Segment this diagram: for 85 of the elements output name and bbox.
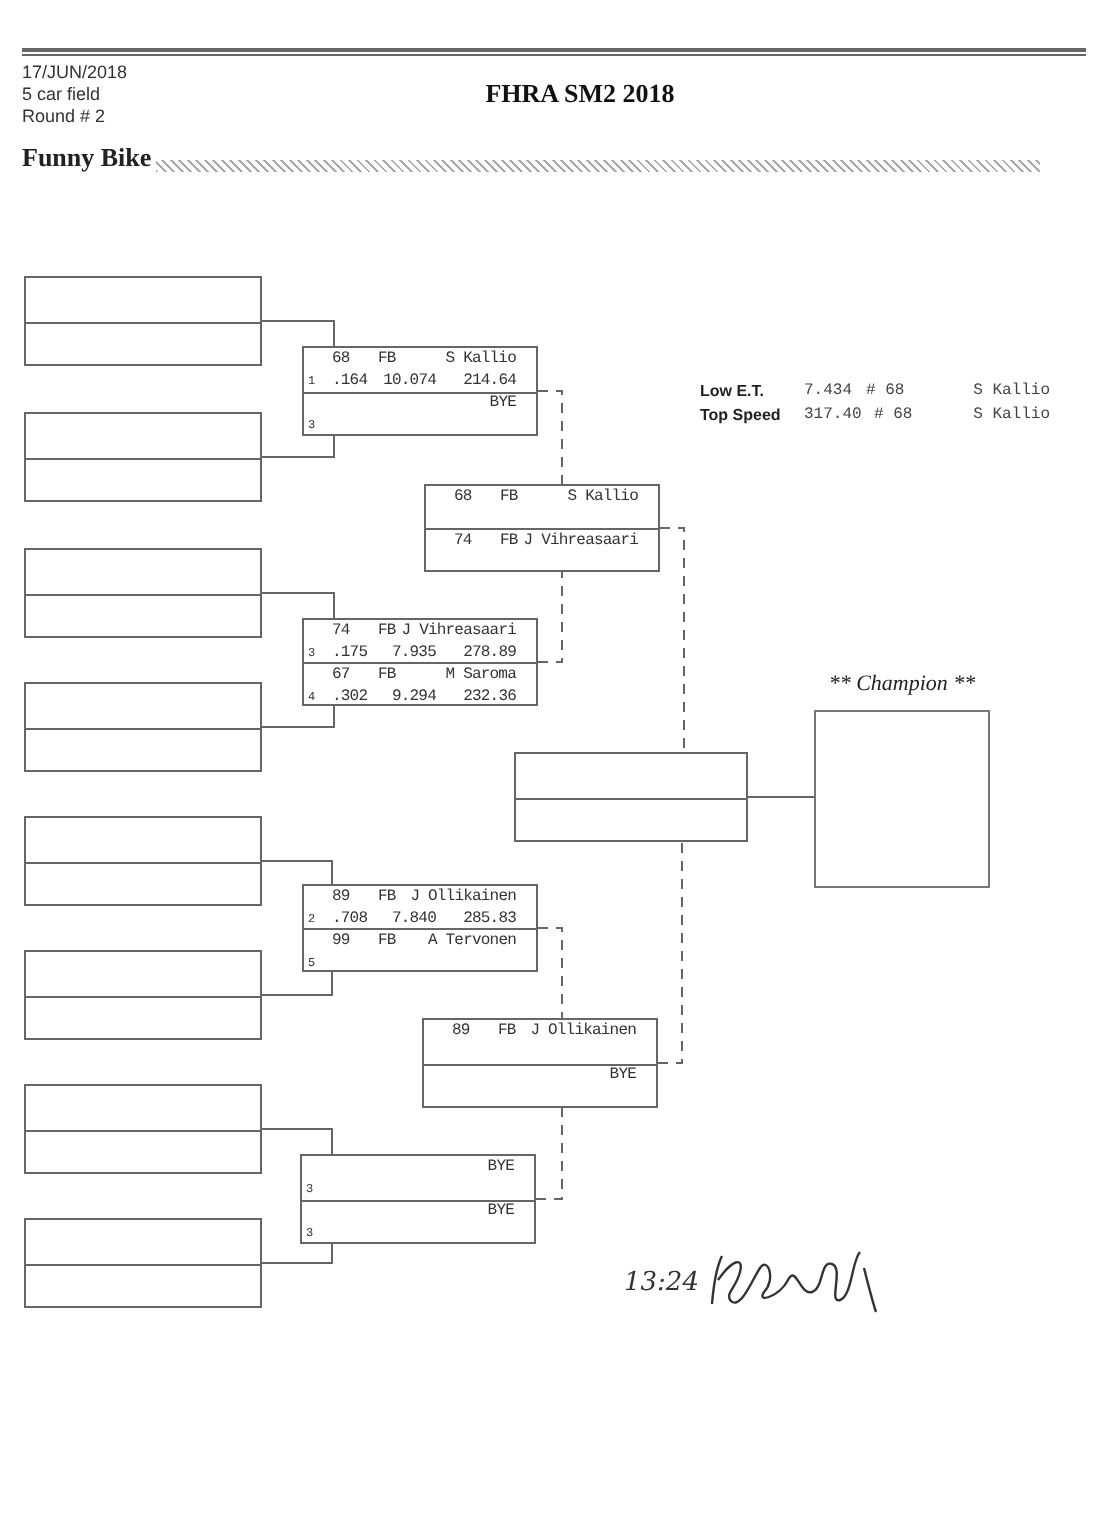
driver-name: M Saroma bbox=[445, 666, 516, 686]
car-number: 89 bbox=[452, 1022, 470, 1042]
reaction-time: .175 bbox=[332, 644, 368, 664]
match-box bbox=[302, 346, 538, 436]
dashed-bracket-line bbox=[657, 841, 683, 1064]
bye-entry: BYE bbox=[487, 1158, 514, 1178]
bye-entry: BYE bbox=[609, 1066, 636, 1086]
driver-name: S Kallio bbox=[567, 488, 638, 508]
dashed-bracket-line bbox=[535, 1107, 563, 1200]
entry-box bbox=[24, 1084, 262, 1174]
category-heading: Funny Bike bbox=[22, 142, 152, 174]
bracket-line bbox=[261, 435, 335, 458]
reaction-time: .164 bbox=[332, 372, 368, 392]
dashed-bracket-line bbox=[537, 571, 563, 663]
car-number: 67 bbox=[332, 666, 350, 686]
bracket-line bbox=[261, 1128, 333, 1155]
class-code: FB bbox=[500, 532, 518, 552]
class-code: FB bbox=[378, 666, 396, 686]
entry-box bbox=[24, 548, 262, 638]
speed-value: 214.64 bbox=[463, 372, 516, 392]
driver-name: S Kallio bbox=[973, 406, 1050, 426]
driver-name: J Vihreasaari bbox=[401, 622, 516, 642]
champion-heading: ** Champion ** bbox=[826, 670, 978, 698]
car-number: 89 bbox=[332, 888, 350, 908]
speed-value: 232.36 bbox=[463, 688, 516, 708]
class-code: FB bbox=[378, 888, 396, 908]
bracket-line bbox=[261, 592, 335, 619]
entry-box bbox=[24, 682, 262, 772]
class-code: FB bbox=[500, 488, 518, 508]
driver-name: S Kallio bbox=[973, 382, 1050, 402]
bracket-line bbox=[261, 705, 335, 728]
class-code: FB bbox=[378, 932, 396, 952]
stat-label: Top Speed bbox=[700, 406, 781, 426]
reaction-time: .708 bbox=[332, 910, 368, 930]
dashed-bracket-line bbox=[537, 927, 563, 1019]
final-box bbox=[514, 752, 748, 842]
dashed-bracket-line bbox=[537, 390, 563, 485]
elapsed-time: 7.840 bbox=[391, 910, 436, 930]
stat-label: Low E.T. bbox=[700, 382, 764, 402]
bye-entry: BYE bbox=[487, 1202, 514, 1222]
elapsed-time: 9.294 bbox=[391, 688, 436, 708]
driver-name: J Vihreasaari bbox=[523, 532, 638, 552]
page-title: FHRA SM2 2018 bbox=[483, 78, 677, 110]
car-number: 68 bbox=[454, 488, 472, 508]
driver-name: S Kallio bbox=[445, 350, 516, 370]
elapsed-time: 7.935 bbox=[391, 644, 436, 664]
car-number: # 68 bbox=[874, 406, 913, 426]
field-size-text: 5 car field bbox=[22, 84, 101, 104]
speed-value: 278.89 bbox=[463, 644, 516, 664]
car-number: # 68 bbox=[866, 382, 905, 402]
bracket-line bbox=[261, 860, 333, 885]
car-number: 74 bbox=[454, 532, 472, 552]
round-box bbox=[422, 1018, 658, 1108]
entry-box bbox=[24, 412, 262, 502]
dashed-bracket-line bbox=[659, 527, 685, 753]
round-box bbox=[424, 484, 660, 572]
driver-name: J Ollikainen bbox=[410, 888, 516, 908]
class-code: FB bbox=[378, 350, 396, 370]
stat-value: 317.40 bbox=[804, 406, 862, 426]
bracket-line bbox=[747, 796, 815, 798]
driver-name: J Ollikainen bbox=[530, 1022, 636, 1042]
entry-box bbox=[24, 950, 262, 1040]
bye-entry: BYE bbox=[489, 394, 516, 414]
car-number: 74 bbox=[332, 622, 350, 642]
round-text: Round # 2 bbox=[22, 106, 106, 126]
class-code: FB bbox=[378, 622, 396, 642]
entry-box bbox=[24, 816, 262, 906]
stat-value: 7.434 bbox=[804, 382, 853, 402]
bracket-line bbox=[261, 971, 333, 996]
car-number: 68 bbox=[332, 350, 350, 370]
bracket-line bbox=[261, 1243, 333, 1264]
match-box bbox=[300, 1154, 536, 1244]
speed-value: 285.83 bbox=[463, 910, 516, 930]
driver-name: A Tervonen bbox=[427, 932, 516, 952]
entry-box bbox=[24, 276, 262, 366]
elapsed-time: 10.074 bbox=[383, 372, 436, 392]
bracket-line bbox=[261, 320, 335, 347]
match-box bbox=[302, 618, 538, 706]
handwritten-time: 13:24 bbox=[624, 1266, 699, 1302]
match-box bbox=[302, 884, 538, 972]
date-text: 17/JUN/2018 bbox=[22, 62, 128, 82]
reaction-time: .302 bbox=[332, 688, 368, 708]
entry-box bbox=[24, 1218, 262, 1308]
class-code: FB bbox=[498, 1022, 516, 1042]
car-number: 99 bbox=[332, 932, 350, 952]
